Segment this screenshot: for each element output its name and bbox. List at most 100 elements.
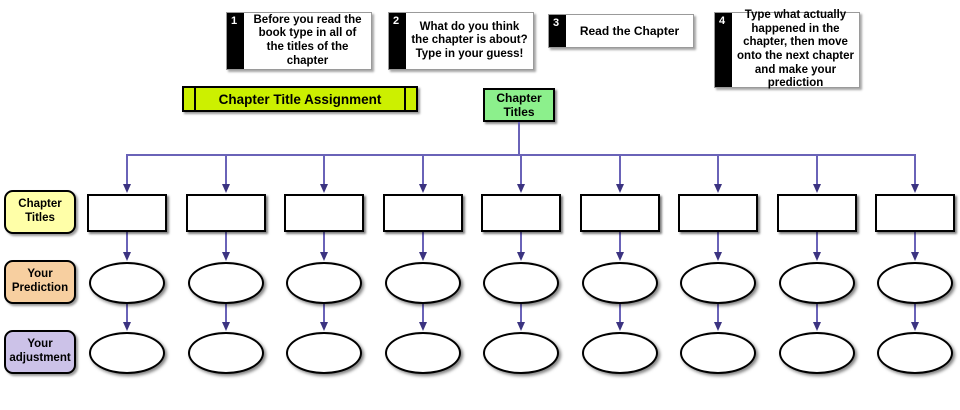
connector-line <box>422 154 424 185</box>
arrow-head-icon <box>319 322 328 331</box>
connector-line <box>126 154 128 185</box>
arrow-head-icon <box>910 252 919 261</box>
connector-line <box>126 232 128 253</box>
connector-line <box>225 232 227 253</box>
your-adjustment-cell[interactable] <box>582 332 658 374</box>
chapter-title-cell[interactable] <box>481 194 561 232</box>
step-callout-4[interactable]: 4 Type what actually happened in the cha… <box>714 9 860 90</box>
connector-line <box>816 232 818 253</box>
row-label-text-2: Your Prediction <box>11 268 69 294</box>
connector-line <box>520 304 522 323</box>
connector-line <box>717 232 719 253</box>
root-node-label: Chapter Titles <box>496 90 542 119</box>
banner-right-notch <box>404 88 416 110</box>
your-prediction-cell[interactable] <box>779 262 855 304</box>
your-adjustment-cell[interactable] <box>680 332 756 374</box>
arrow-head-icon <box>615 322 624 331</box>
row-label-text-3: Your adjustment <box>9 338 71 364</box>
arrow-head-icon <box>615 252 624 261</box>
your-adjustment-cell[interactable] <box>89 332 165 374</box>
arrow-head-icon <box>418 322 427 331</box>
connector-line <box>619 304 621 323</box>
arrow-head-icon <box>122 184 131 193</box>
your-adjustment-cell[interactable] <box>483 332 559 374</box>
connector-line <box>816 304 818 323</box>
connector-line <box>914 232 916 253</box>
your-adjustment-cell[interactable] <box>779 332 855 374</box>
row-label-chapter-titles: Chapter Titles <box>4 190 76 234</box>
your-adjustment-cell[interactable] <box>385 332 461 374</box>
connector-line <box>225 304 227 323</box>
chapter-title-cell[interactable] <box>284 194 364 232</box>
row-label-your-adjustment: Your adjustment <box>4 330 76 374</box>
your-adjustment-cell[interactable] <box>877 332 953 374</box>
chapter-title-cell[interactable] <box>777 194 857 232</box>
your-prediction-cell[interactable] <box>89 262 165 304</box>
root-node-chapter-titles[interactable]: Chapter Titles <box>483 88 555 122</box>
chapter-title-assignment-banner: Chapter Title Assignment <box>182 86 418 112</box>
arrow-head-icon <box>221 184 230 193</box>
your-prediction-cell[interactable] <box>385 262 461 304</box>
arrow-head-icon <box>221 322 230 331</box>
chapter-title-cell[interactable] <box>678 194 758 232</box>
chapter-title-cell[interactable] <box>87 194 167 232</box>
arrow-head-icon <box>713 252 722 261</box>
arrow-head-icon <box>418 252 427 261</box>
connector-line <box>323 304 325 323</box>
your-prediction-cell[interactable] <box>877 262 953 304</box>
step-callout-2[interactable]: 2 What do you think the chapter is about… <box>388 12 534 70</box>
connector-line <box>323 232 325 253</box>
arrow-head-icon <box>418 184 427 193</box>
arrow-head-icon <box>122 252 131 261</box>
arrow-head-icon <box>713 322 722 331</box>
arrow-head-icon <box>713 184 722 193</box>
connector-line <box>126 304 128 323</box>
your-prediction-cell[interactable] <box>286 262 362 304</box>
banner-left-notch <box>184 88 196 110</box>
connector-line <box>717 304 719 323</box>
connector-line <box>422 304 424 323</box>
connector-line <box>619 232 621 253</box>
your-adjustment-cell[interactable] <box>286 332 362 374</box>
arrow-head-icon <box>319 184 328 193</box>
step-number-4: 4 <box>715 13 732 87</box>
chapter-title-cell[interactable] <box>875 194 955 232</box>
step-number-1: 1 <box>227 13 244 69</box>
step-text-1: Before you read the book type in all of … <box>253 13 362 67</box>
chapter-title-cell[interactable] <box>580 194 660 232</box>
connector-line <box>914 304 916 323</box>
connector-line <box>520 154 522 185</box>
your-prediction-cell[interactable] <box>680 262 756 304</box>
connector-line <box>717 154 719 185</box>
connector-line <box>816 154 818 185</box>
step-text-3: Read the Chapter <box>579 23 680 38</box>
chapter-title-cell[interactable] <box>186 194 266 232</box>
connector-line <box>422 232 424 253</box>
connector-line <box>914 154 916 185</box>
step-number-3: 3 <box>549 15 566 47</box>
banner-label: Chapter Title Assignment <box>218 91 382 107</box>
arrow-head-icon <box>516 252 525 261</box>
your-prediction-cell[interactable] <box>582 262 658 304</box>
arrow-head-icon <box>910 184 919 193</box>
arrow-head-icon <box>812 322 821 331</box>
connector-line <box>225 154 227 185</box>
arrow-head-icon <box>122 322 131 331</box>
chapter-title-cell[interactable] <box>383 194 463 232</box>
arrow-head-icon <box>319 252 328 261</box>
your-adjustment-cell[interactable] <box>188 332 264 374</box>
step-callout-1[interactable]: 1 Before you read the book type in all o… <box>226 12 372 70</box>
step-text-2: What do you think the chapter is about? … <box>411 20 528 60</box>
arrow-head-icon <box>516 322 525 331</box>
step-callout-3[interactable]: 3 Read the Chapter <box>548 14 694 48</box>
arrow-head-icon <box>221 252 230 261</box>
connector-line <box>619 154 621 185</box>
your-prediction-cell[interactable] <box>188 262 264 304</box>
row-label-text-1: Chapter Titles <box>18 198 62 224</box>
step-text-4: Type what actually happened in the chapt… <box>737 9 854 90</box>
connector-line <box>518 122 520 156</box>
step-number-2: 2 <box>389 13 406 69</box>
your-prediction-cell[interactable] <box>483 262 559 304</box>
arrow-head-icon <box>812 184 821 193</box>
